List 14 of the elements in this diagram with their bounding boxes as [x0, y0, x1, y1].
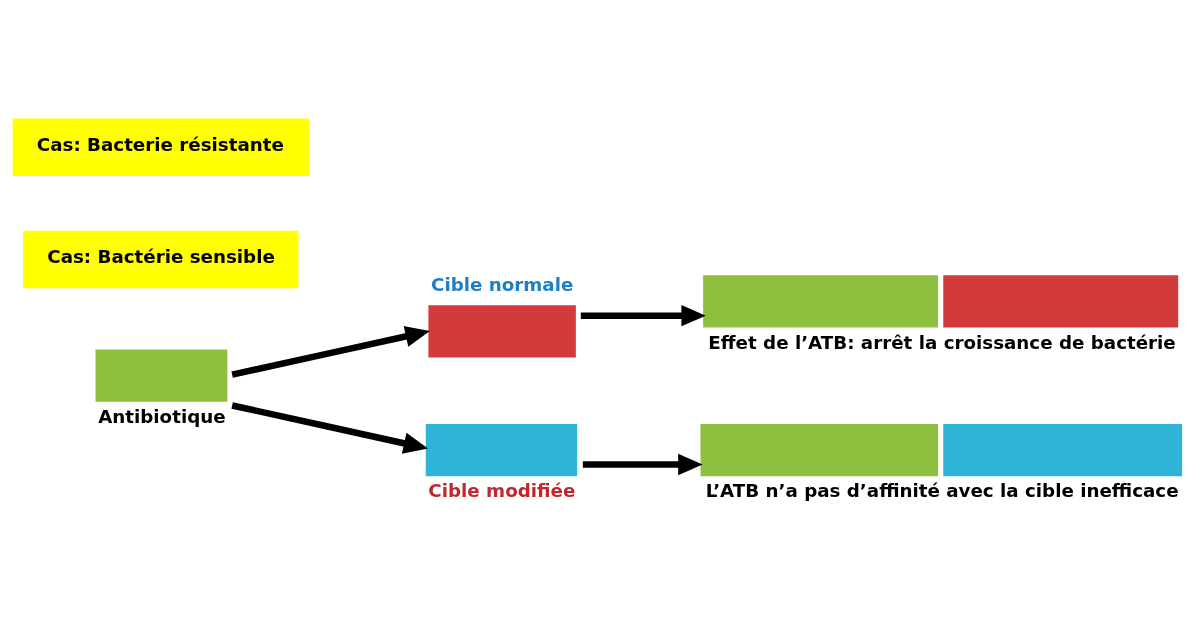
arrow: [582, 453, 703, 475]
node-box: [428, 304, 576, 357]
node-box: [425, 423, 578, 476]
node-label: Cible modifiée: [428, 479, 576, 501]
arrow: [580, 304, 706, 326]
node-label: Effet de l’ATB: arrêt la croissance de bactérie: [708, 331, 1176, 353]
node-box: [95, 349, 228, 402]
node-label: L’ATB n’a pas d’affinité avec la cible inefficace: [705, 479, 1179, 501]
node-box: Cas: Bactérie sensible: [23, 230, 299, 288]
arrow: [231, 401, 429, 454]
node-box: Cas: Bacterie résistante: [12, 118, 309, 176]
node-label: Antibiotique: [98, 405, 226, 427]
arrow: [231, 325, 430, 378]
node-label: Cible normale: [430, 273, 574, 295]
